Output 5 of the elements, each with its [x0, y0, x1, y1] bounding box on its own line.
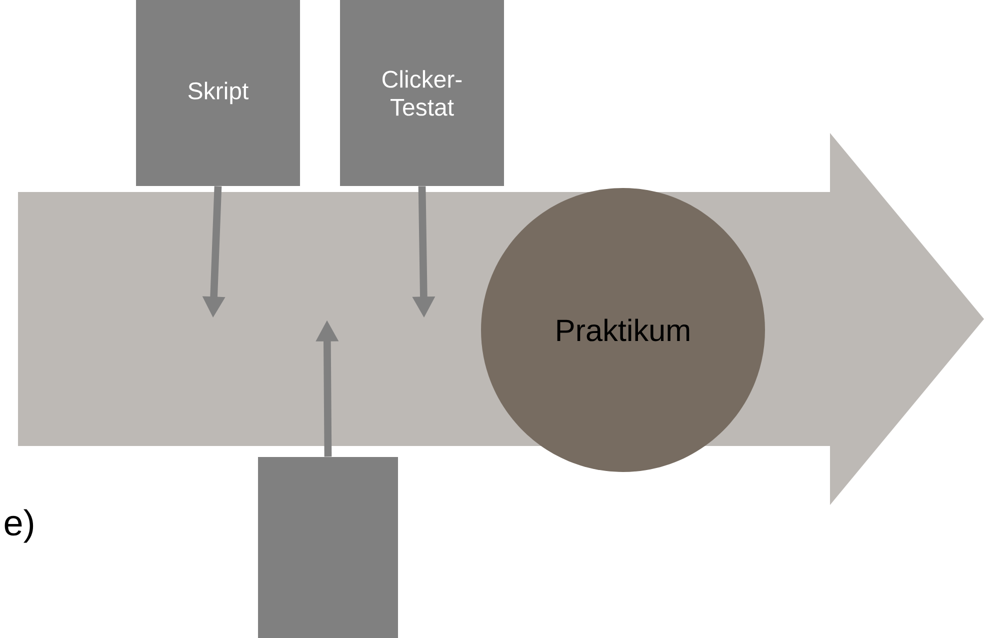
label-text: e) — [4, 509, 34, 543]
source-box: Clicker- Testat — [340, 0, 504, 186]
source-box: Skript — [136, 0, 300, 186]
source-box — [258, 456, 398, 638]
circle-node: Praktikum — [481, 188, 765, 472]
